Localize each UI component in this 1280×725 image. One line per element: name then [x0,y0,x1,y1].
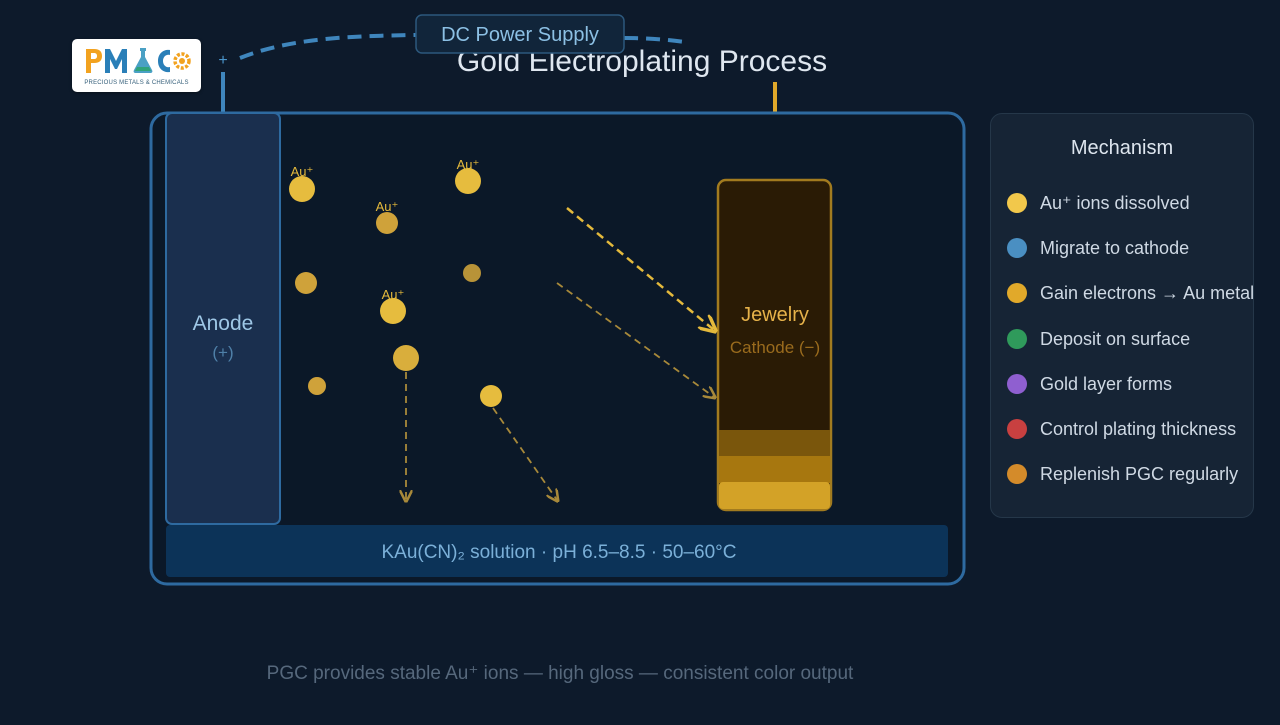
mechanism-dot [1007,419,1027,439]
gold-layer-1 [719,430,830,457]
gold-ion [376,212,398,234]
mechanism-item-label: Replenish PGC regularly [1040,464,1239,484]
cathode-jewelry [716,178,833,512]
gold-ion [295,272,317,294]
gold-ion [308,377,326,395]
migration-arrow-lower [556,282,714,397]
power-supply-box [415,14,625,54]
anode-label: Anode [193,312,254,335]
mechanism-item-label: Gold layer forms [1040,374,1173,394]
pmac-logo: PRECIOUS METALS & CHEMICALS [72,39,201,92]
mechanism-item-label: Gain electrons → Au metal [1040,283,1255,303]
ion-label: Au⁺ [382,287,405,302]
solution-strip [166,525,948,577]
gold-ion [455,168,481,194]
solution-label: KAu(CN)₂ solution · pH 6.5–8.5 · 50–60°C [381,542,736,563]
logo-tagline: PRECIOUS METALS & CHEMICALS [84,80,189,86]
gold-layer-2 [719,456,830,483]
ion-label: Au⁺ [457,157,480,172]
mechanism-item-label: Deposit on surface [1040,329,1191,349]
mechanism-item-label: Migrate to cathode [1040,238,1190,258]
anode-polarity: (+) [212,343,233,362]
plus-sign: + [218,52,227,69]
mechanism-dot [1007,329,1027,349]
mechanism-item-label: Au⁺ ions dissolved [1040,193,1190,213]
gold-ion [380,298,406,324]
cathode-sublabel: Cathode (−) [730,338,820,357]
gold-layer-3 [719,482,830,509]
mechanism-dot [1007,238,1027,258]
mechanism-title: Mechanism [1070,137,1174,159]
mechanism-dot [1007,193,1027,213]
power-supply-label: DC Power Supply [441,24,599,46]
mechanism-dot [1007,283,1027,303]
anode-plate [165,112,281,525]
gold-ion [480,385,502,407]
mechanism-dot [1007,374,1027,394]
gold-ion [463,264,481,282]
mechanism-panel: Mechanism Au⁺ ions dissolved Migrate to … [990,113,1254,518]
mechanism-dot [1007,464,1027,484]
cathode-label: Jewelry [741,304,809,326]
ion-label: Au⁺ [376,199,399,214]
gold-ion [289,176,315,202]
migration-arrow-main [566,207,714,330]
pmac-logo-mark [86,48,191,73]
power-wire-dashed [239,33,686,60]
gold-ion [393,345,419,371]
ion-label: Au⁺ [291,164,314,179]
footer-caption: PGC provides stable Au⁺ ions — high glos… [267,663,854,684]
settling-arrow-2 [492,407,557,500]
mechanism-item-label: Control plating thickness [1040,419,1237,439]
